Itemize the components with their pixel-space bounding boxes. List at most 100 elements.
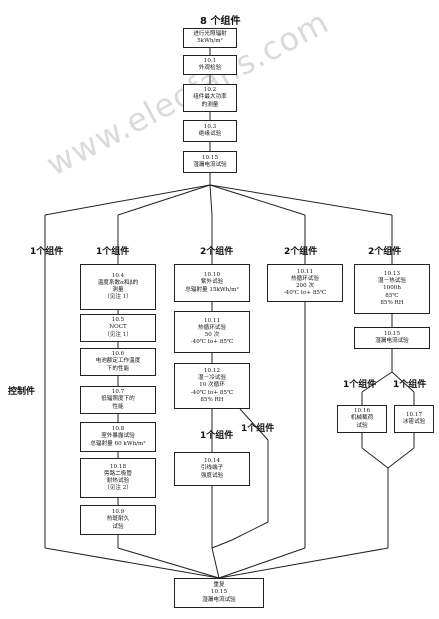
box-text-line: 10.14	[203, 458, 220, 465]
box-text-line: 10.15	[201, 154, 218, 161]
connector-line	[209, 184, 213, 216]
box-text-line: 10.5	[111, 317, 125, 324]
branch-label-control: 1个组件	[30, 247, 64, 257]
box-text-line: NOCT	[109, 324, 127, 331]
box-text-line: 热循环试验	[198, 324, 226, 331]
box-text-line: 5kWh/m²	[197, 38, 223, 44]
box-text-line: -40℃ to+ 85℃	[190, 389, 234, 396]
connector-line	[231, 521, 269, 541]
connector-line	[117, 547, 220, 579]
box-text-line: 湿－冷试验	[198, 375, 226, 382]
box-text-line: 下的性能	[106, 365, 130, 372]
box-text-line: 性能	[112, 403, 124, 410]
diagram-title: 8 个组件	[200, 16, 241, 27]
branch-label-col4-sub-b: 1个组件	[393, 380, 427, 390]
connector-line	[218, 547, 389, 579]
box-text-line: 总辐射量 60 kWh/m²	[90, 440, 146, 447]
box-text-line: 10.7	[111, 389, 125, 396]
box-text-line: 重复	[213, 582, 225, 589]
connector-lines	[44, 48, 415, 579]
connector-line	[209, 184, 306, 216]
box-text-line: 旁路二极管	[104, 470, 132, 477]
box-text-line: 湿漏电流试验	[375, 338, 409, 344]
box-text-line: 热循环试验	[291, 275, 319, 282]
connector-line	[391, 371, 415, 393]
box-text-line: 湿－热试验	[378, 278, 406, 285]
box-text-line: 总辐射量 15kWh/m²	[185, 286, 239, 293]
box-text-line: 10.11	[203, 317, 220, 324]
connector-line	[239, 408, 269, 441]
box-text-line: 10.1	[203, 57, 217, 64]
connector-line	[218, 547, 306, 579]
control-label: 控制件	[8, 387, 36, 397]
branch-label-col2-sub-b: 1个组件	[241, 424, 275, 434]
box-text-line: 冰雹试验	[402, 419, 426, 425]
branch-label-col1: 1个组件	[96, 247, 130, 257]
box-text-line: （见注 2）	[104, 485, 132, 492]
box-text-line: 紫外试验	[200, 279, 224, 286]
box-text-line: 湿漏电流试验	[193, 162, 227, 168]
box-text-line: 组件最大功率	[193, 94, 227, 101]
branch-label-col3: 2个组件	[284, 247, 318, 257]
box-text-line: 绝缘试验	[198, 131, 222, 137]
branch-label-col2-sub-a: 1个组件	[200, 431, 234, 441]
box-text-line: 85℃	[385, 292, 399, 299]
box-text-line: 试验	[112, 523, 124, 530]
connector-line	[117, 184, 211, 216]
box-text-line: 湿漏电流试验	[202, 596, 236, 603]
box-text-line: 85% RH	[200, 396, 224, 403]
box-text-line: 10.8	[111, 426, 125, 433]
box-text-line: 10.10	[203, 272, 220, 279]
branch-label-col2: 2个组件	[200, 247, 234, 257]
box-text-line: 外观检验	[198, 65, 222, 71]
box-text-line: 10.15	[210, 589, 227, 596]
box-text-line: 电池额定工作温度	[95, 358, 141, 365]
box-text-line: 耐热试验	[106, 478, 130, 484]
box-text-line: 10.9	[111, 509, 125, 516]
box-text-line: 10.2	[203, 87, 217, 94]
box-text-line: 10.18	[109, 463, 126, 470]
box-text-line: 机械载荷	[350, 415, 374, 422]
box-text-line: 试验	[356, 422, 368, 429]
box-text-line: 室外暴露试验	[101, 433, 135, 440]
box-text-line: 10.13	[383, 270, 400, 277]
connector-line	[209, 184, 393, 216]
box-text-line: 强度试验	[200, 472, 224, 479]
connector-line	[387, 447, 415, 469]
connector-line	[361, 371, 393, 393]
box-text-line: -40℃ to+ 85℃	[190, 339, 234, 346]
box-text-line: 10.6	[111, 351, 125, 358]
connector-line	[211, 547, 220, 579]
box-text-line: 10.16	[353, 408, 370, 415]
box-text-line: 的测量	[201, 101, 219, 108]
box-text-line: 进行光照辐射	[193, 30, 227, 37]
box-text-line: 1000h	[383, 285, 401, 292]
box-text-line: 测量	[112, 287, 124, 293]
branch-label-col4: 2个组件	[368, 247, 402, 257]
box-text-line: 引线端子	[200, 465, 224, 472]
connector-line	[211, 539, 233, 549]
box-text-line: 低辐照度下的	[101, 396, 135, 403]
